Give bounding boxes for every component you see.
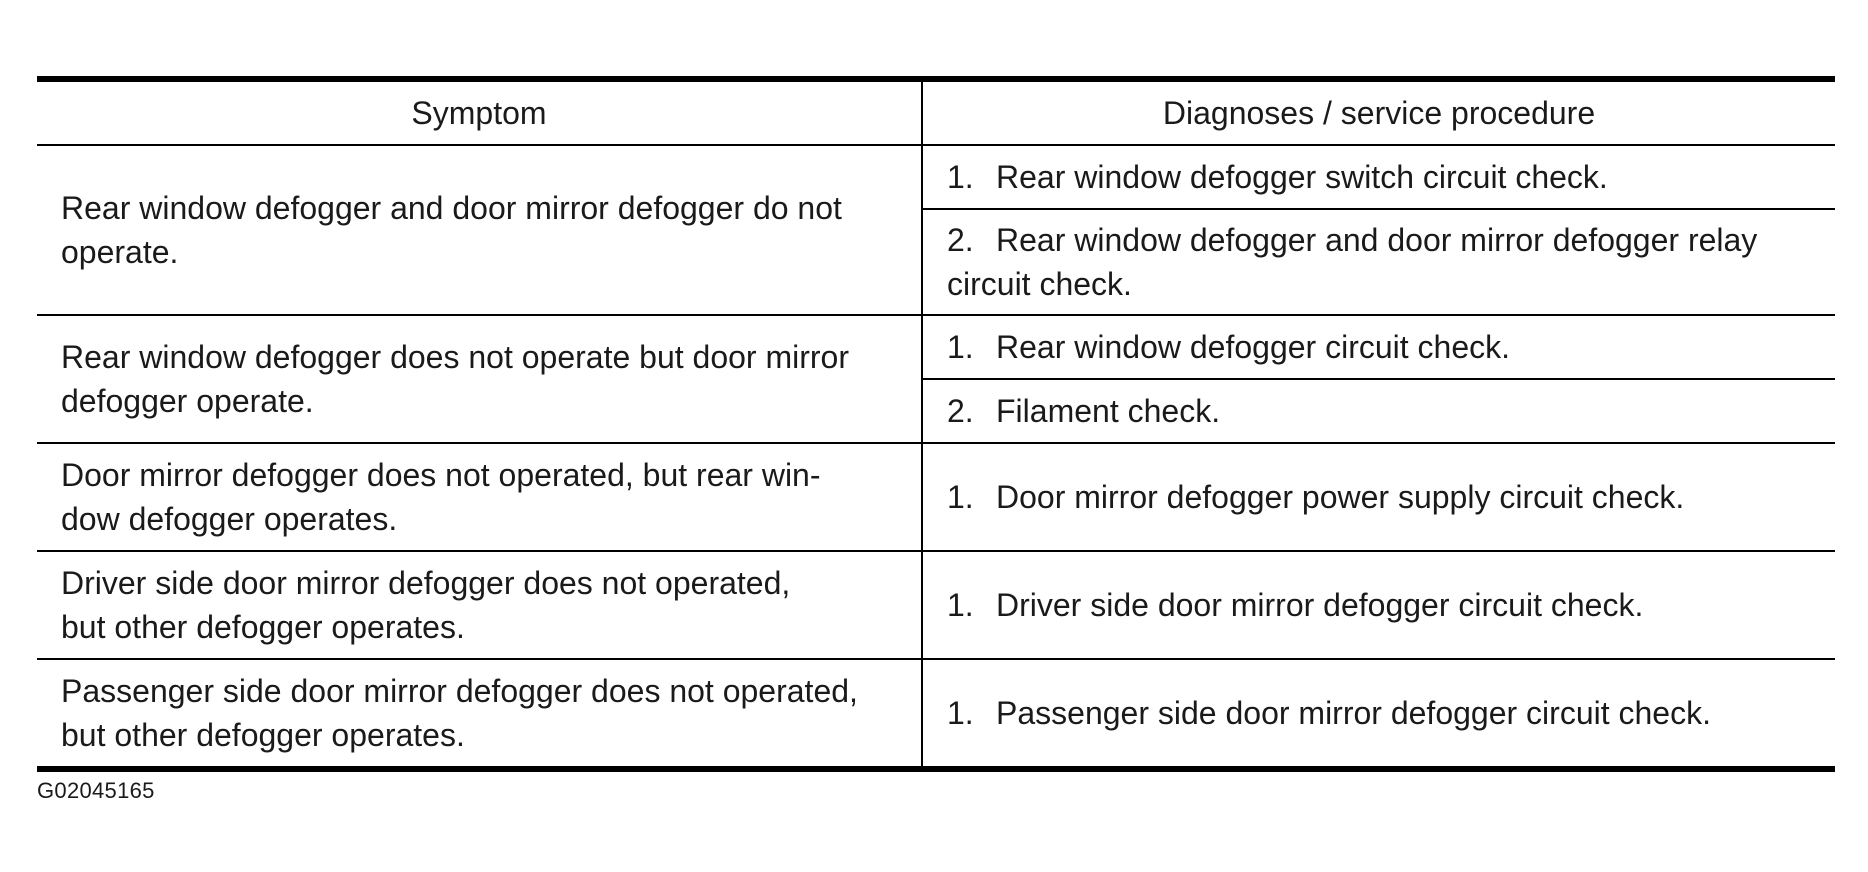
step-number: 1. [947, 695, 974, 731]
header-symptom: Symptom [37, 79, 923, 146]
step-text: Filament check. [996, 393, 1221, 429]
table-row: 2.Rear window defogger and door mirror d… [37, 209, 1835, 316]
diagnosis-table: Symptom Diagnoses / service procedure Re… [37, 76, 1835, 772]
symptom-text: Door mirror defogger does not operated, … [61, 457, 821, 537]
table-row: Rear window defogger and door mirror def… [37, 145, 1835, 316]
procedure-cell: 1. Driver side door mirror defogger circu… [922, 551, 1835, 660]
table-row: Door mirror defogger does not operated, … [37, 443, 1835, 552]
step-text: Rear window defogger switch circuit chec… [996, 159, 1608, 195]
symptom-cell: Passenger side door mirror defogger does… [37, 659, 923, 772]
step-text: Rear window defogger circuit check. [996, 329, 1511, 365]
table-header-row: Symptom Diagnoses / service procedure [37, 79, 1835, 146]
symptom-cell: Driver side door mirror defogger does no… [37, 551, 923, 660]
procedure-cell: 1. Passenger side door mirror defogger ci… [922, 659, 1835, 772]
procedure-cell: 1. Rear window defogger switch circuit ch… [922, 145, 1835, 210]
step-text: Driver side door mirror defogger circuit… [996, 587, 1644, 623]
procedure-cell: 2.Rear window defogger and door mirror d… [922, 209, 1835, 316]
symptom-text: Rear window defogger does not operate bu… [61, 339, 849, 419]
step-number: 2. [947, 222, 974, 258]
step-number: 1. [947, 587, 974, 623]
table-row: Driver side door mirror defogger does no… [37, 551, 1835, 660]
symptom-cell: Door mirror defogger does not operated, … [37, 443, 923, 552]
table-row: Rear window defogger does not operate bu… [37, 315, 1835, 444]
table-row: 2. Filament check. [37, 379, 1835, 444]
step-text: Door mirror defogger power supply circui… [996, 479, 1685, 515]
symptom-text: Rear window defogger and door mirror def… [61, 190, 842, 270]
step-number: 1. [947, 329, 974, 365]
symptom-cell: Rear window defogger and door mirror def… [37, 145, 923, 316]
step-number: 1. [947, 479, 974, 515]
procedure-cell: 2. Filament check. [922, 379, 1835, 444]
step-number: 2. [947, 393, 974, 429]
symptom-text: Driver side door mirror defogger does no… [61, 565, 791, 645]
table-row: Passenger side door mirror defogger does… [37, 659, 1835, 772]
symptom-text: Passenger side door mirror defogger does… [61, 673, 858, 753]
step-text: Passenger side door mirror defogger circ… [996, 695, 1711, 731]
figure-id: G02045165 [37, 778, 155, 803]
procedure-cell: 1. Rear window defogger circuit check. [922, 315, 1835, 380]
step-text: Rear window defogger and door mirror def… [947, 222, 1758, 302]
header-procedure: Diagnoses / service procedure [922, 79, 1835, 146]
symptom-cell: Rear window defogger does not operate bu… [37, 315, 923, 444]
step-number: 1. [947, 159, 974, 195]
procedure-cell: 1. Door mirror defogger power supply circ… [922, 443, 1835, 552]
